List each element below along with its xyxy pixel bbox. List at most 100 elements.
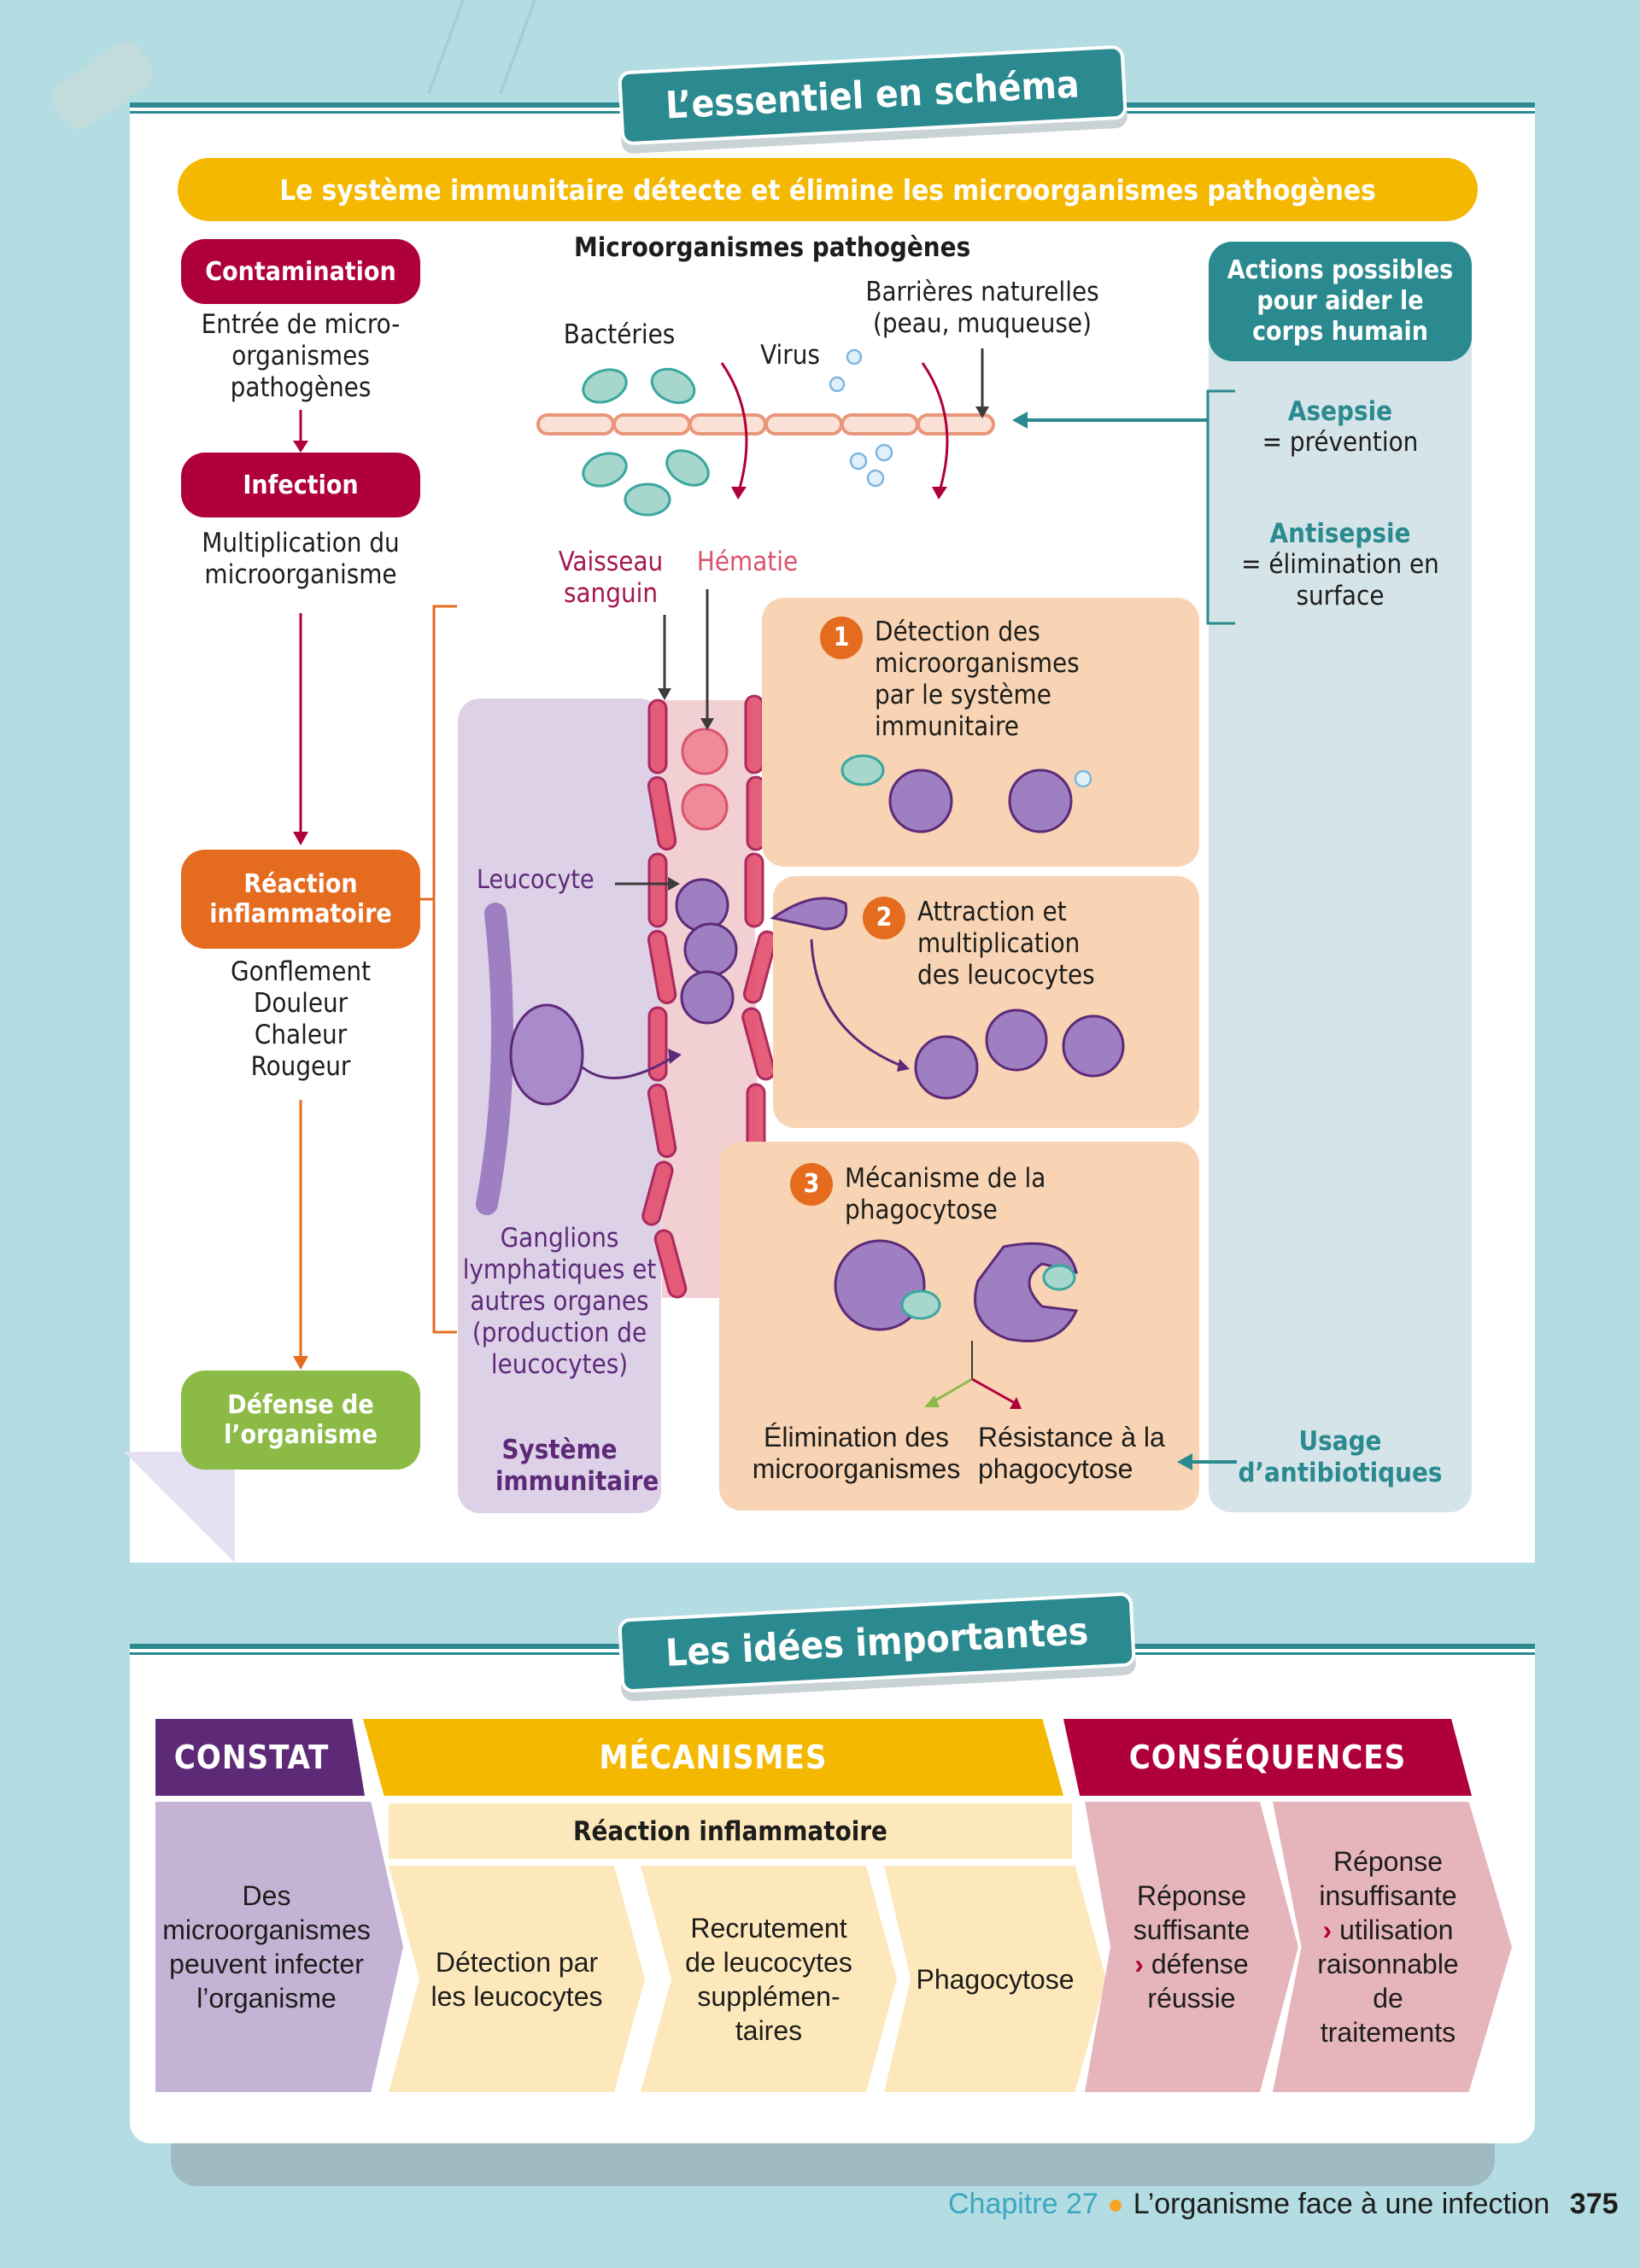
symptoms-list: Gonflement Douleur Chaleur Rougeur (181, 956, 420, 1083)
immune-organs-text: Ganglions lymphatiques et autres organes… (462, 1223, 657, 1380)
virus-icon (1074, 769, 1092, 788)
skin-barrier (536, 413, 995, 435)
chevron-right-icon: › (1134, 1949, 1144, 1979)
leucocyte-icon (680, 970, 735, 1025)
reaction-bracket (419, 605, 457, 1334)
page-number: 375 (1569, 2188, 1619, 2220)
constat-header: CONSTAT (155, 1719, 365, 1796)
leucocyte-icon (1062, 1014, 1125, 1078)
bacterium-icon (900, 1289, 941, 1320)
virus-icon (829, 376, 846, 393)
resistance-arrow (971, 1377, 1016, 1405)
leucocyte-icon (683, 922, 738, 977)
consequence-cell: Réponse suffisante › défense réussie (1085, 1802, 1298, 2092)
contamination-box: Contamination (181, 239, 420, 304)
dna-decoration (426, 0, 537, 94)
consequences-header: CONSÉQUENCES (1063, 1719, 1472, 1796)
virus-label: Virus (760, 340, 820, 371)
step-3-number: 3 (790, 1163, 833, 1206)
step-1-number: 1 (820, 617, 863, 659)
symptom: Douleur (253, 988, 348, 1019)
mechanisms-title: Réaction inflammatoire (389, 1803, 1072, 1859)
attraction-cells (770, 897, 1125, 1100)
main-banner: Le système immunitaire détecte et élimin… (178, 158, 1478, 221)
symptom: Gonflement (230, 956, 372, 987)
step-2-text: 2 Attraction et multiplication des leuco… (863, 897, 1187, 991)
bacteria-label: Bactéries (563, 319, 676, 350)
bacterium-icon (1042, 1264, 1076, 1291)
virus-icon (846, 348, 863, 365)
reaction-box: Réaction inflammatoire (181, 850, 420, 949)
antisepsie-def: = élimination en surface (1241, 549, 1439, 611)
elimination-arrow (930, 1377, 973, 1405)
bacterium-icon (650, 367, 696, 405)
step-1-text: 1 Détection des microorganismes par le s… (820, 617, 1196, 743)
mecanismes-header: MÉCANISMES (363, 1719, 1063, 1796)
bacterium-icon (582, 368, 628, 404)
antibiotics-label: Usage d’antibiotiques (1238, 1426, 1443, 1488)
migrating-leucocyte-icon (770, 897, 848, 931)
hematie-icon (681, 728, 729, 775)
bacterium-icon (624, 482, 671, 517)
vessel-label: Vaisseau sanguin (558, 547, 664, 609)
virus-crossing-arrow (921, 362, 949, 492)
mechanism-cell: Détection par les leucocytes (389, 1866, 645, 2092)
chevron-right-icon: › (1322, 1914, 1332, 1945)
detection-cells (840, 754, 1092, 833)
virus-icon (849, 452, 868, 471)
virus-icon (875, 443, 893, 462)
engulfing-phagocyte-icon (974, 1242, 1079, 1342)
asepsie-term: Asepsie (1287, 396, 1393, 427)
infection-box: Infection (181, 453, 420, 517)
actions-title: Actions possibles pour aider le corps hu… (1209, 242, 1472, 361)
elimination-outcome: Élimination des microorganismes (752, 1422, 961, 1484)
recruitment-arrow (810, 938, 906, 1069)
symptom: Chaleur (254, 1020, 348, 1050)
page-footer: Chapitre 27 L’organisme face à une infec… (948, 2188, 1619, 2221)
chapter-title: L’organisme face à une infection (1133, 2188, 1550, 2220)
virus-icon (866, 469, 885, 488)
step-3-panel (719, 1142, 1199, 1511)
lymph-node-icon (509, 1003, 584, 1106)
antibiotics-arrow (1177, 1453, 1237, 1470)
phagocytosis-diagram (834, 1239, 1079, 1409)
mechanism-cell: Phagocytose (884, 1866, 1106, 2092)
mechanism-cell: Recrutement de leucocytes supplémen-tair… (641, 1866, 897, 2092)
bacterium-icon (840, 754, 885, 786)
constat-cell: Des microorganismes peuvent infecter l’o… (155, 1802, 403, 2092)
leucocyte-label: Leucocyte (477, 865, 594, 895)
ideas-card-shadow (171, 2143, 1495, 2186)
symptom: Rougeur (250, 1051, 351, 1082)
chapter-label: Chapitre 27 (948, 2188, 1098, 2220)
contamination-desc: Entrée de micro-organismes pathogènes (201, 309, 401, 403)
arrow-infection-reaction (293, 613, 308, 845)
lymph-vessel (476, 903, 513, 1215)
leucocyte-migration-arrow (582, 1055, 674, 1079)
bacterium-icon (582, 452, 628, 488)
hematie-icon (681, 783, 729, 831)
pathogens-title: Microorganismes pathogènes (574, 232, 971, 263)
hematie-label: Hématie (696, 547, 799, 577)
antisepsie-term: Antisepsie (1269, 518, 1411, 549)
leucocyte-icon (1008, 769, 1073, 833)
actions-panel (1209, 242, 1472, 1512)
infection-desc: Multiplication du microorganisme (202, 528, 400, 590)
arrow-contamination-infection (293, 410, 308, 453)
asepsie-def: = prévention (1262, 427, 1419, 458)
blood-vessel-diagram (476, 589, 777, 1300)
asepsie-arrow (1012, 412, 1217, 429)
step-2-number: 2 (863, 897, 905, 939)
resistance-outcome: Résistance à la phagocytose (978, 1422, 1165, 1484)
bacteria-icons (582, 367, 710, 517)
leucocyte-icon (675, 878, 729, 932)
arrow-reaction-defense (293, 1100, 308, 1370)
bacterium-icon (665, 449, 710, 487)
bacteria-crossing-arrow (720, 362, 748, 492)
defense-box: Défense de l’organisme (181, 1371, 420, 1470)
barrier-label: Barrières naturelles (peau, muqueuse) (865, 277, 1099, 339)
virus-icons (829, 348, 893, 488)
leucocyte-icon (914, 1035, 979, 1100)
step-3-text: 3 Mécanisme de la phagocytose (790, 1163, 1132, 1226)
leucocyte-icon (985, 1008, 1048, 1072)
consequence-cell: Réponse insuffisante › utilisation raiso… (1273, 1802, 1512, 2092)
